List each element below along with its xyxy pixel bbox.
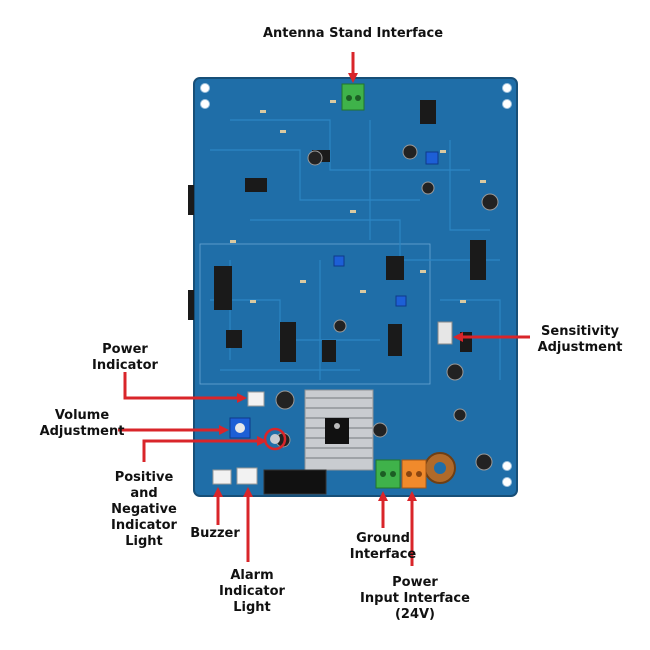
callout-arrows [118, 52, 530, 566]
label-buzzer: Buzzer [190, 526, 240, 541]
power-terminal [401, 459, 427, 489]
mounting-hole-icon [200, 83, 210, 93]
ground-terminal [375, 459, 401, 489]
label-power-indicator: Power Indicator [92, 342, 158, 373]
heatsink [304, 389, 374, 471]
antenna-terminal [341, 83, 365, 111]
label-volume: Volume Adjustment [39, 408, 125, 439]
label-ground-interface: Ground Interface [349, 531, 417, 562]
label-power-input: Power Input Interface (24V) [360, 575, 470, 622]
label-positive-negative-indicator: Positive and Negative Indicator Light [111, 470, 177, 549]
label-antenna-stand: Antenna Stand Interface [262, 26, 444, 41]
pn-indicator-arrow [142, 436, 267, 462]
label-alarm-indicator: Alarm Indicator Light [219, 568, 285, 615]
power-indicator-arrow [123, 372, 247, 403]
label-sensitivity: Sensitivity Adjustment [537, 324, 623, 355]
circuit-board [188, 77, 518, 497]
